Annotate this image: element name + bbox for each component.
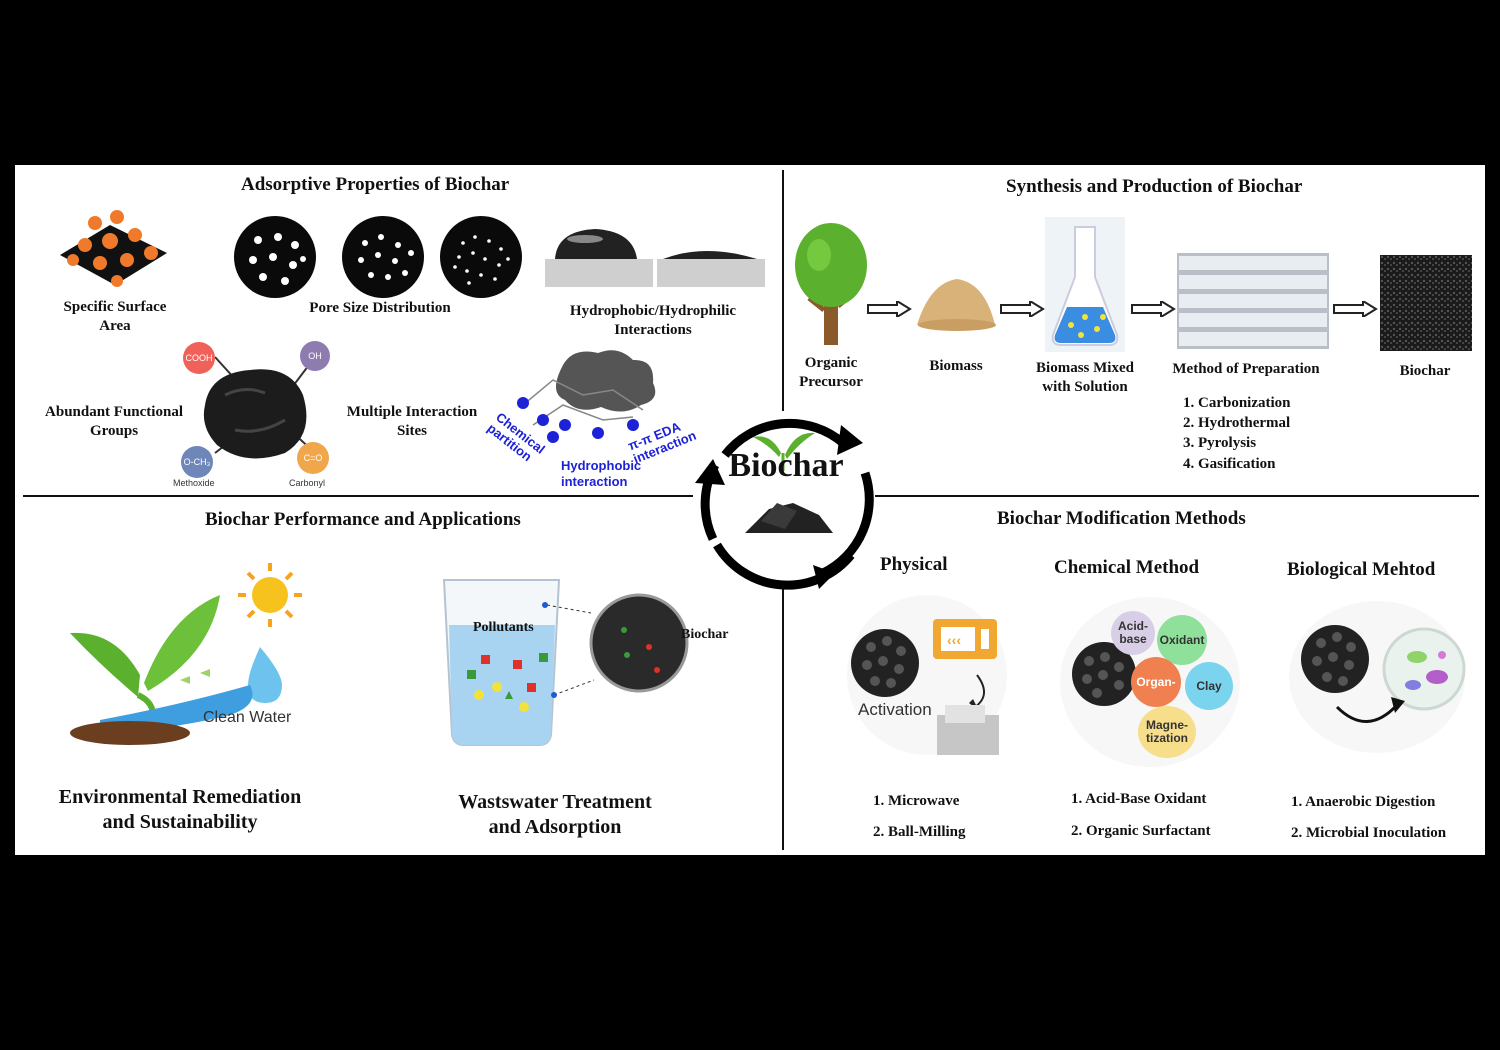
methoxide-label: Methoxide bbox=[173, 478, 215, 488]
svg-text:‹‹‹: ‹‹‹ bbox=[947, 632, 961, 648]
hydrophobic-interaction-label: Hydrophobic interaction bbox=[561, 458, 642, 489]
flow-arrow-icon bbox=[867, 301, 912, 317]
physical-illustration: ‹‹‹ bbox=[847, 595, 1007, 755]
modification-title: Biochar Modification Methods bbox=[997, 508, 1246, 529]
reactor-icon bbox=[1177, 253, 1329, 349]
step-biomass: Biomass bbox=[929, 358, 983, 374]
oh-tag: OH bbox=[300, 341, 330, 371]
adsorptive-title: Adsorptive Properties of Biochar bbox=[241, 174, 510, 195]
pore-size-label: Pore Size Distribution bbox=[309, 300, 451, 316]
chemical-biochar-icon bbox=[1072, 642, 1136, 706]
interaction-sites-icon bbox=[517, 350, 656, 443]
bubble-magnetization: Magne- tization bbox=[1138, 706, 1196, 758]
bubble-organ: Organ- bbox=[1131, 657, 1181, 707]
tree-icon bbox=[795, 223, 867, 345]
flow-arrow-icon bbox=[1000, 301, 1045, 317]
co-tag: C=O bbox=[297, 442, 329, 474]
flask-icon bbox=[1045, 217, 1125, 352]
biological-item-anaerobic: 1. Anaerobic Digestion bbox=[1291, 794, 1436, 810]
bubble-oxidant: Oxidant bbox=[1157, 615, 1207, 665]
biochar-diagram: Adsorptive Properties of Biochar Specifi… bbox=[15, 165, 1485, 855]
physical-title: Physical bbox=[880, 554, 948, 575]
center-biochar-label: Biochar bbox=[728, 447, 844, 484]
biological-illustration bbox=[1289, 601, 1466, 753]
pore-size-icons bbox=[234, 216, 522, 298]
wastewater-illustration bbox=[442, 579, 689, 746]
activation-label: Activation bbox=[858, 700, 932, 719]
surface-area-icon bbox=[60, 210, 167, 287]
biochar-powder-icon bbox=[1380, 255, 1472, 351]
flow-arrow-icon bbox=[1333, 301, 1378, 317]
biological-item-microbial: 2. Microbial Inoculation bbox=[1291, 825, 1447, 841]
bubble-clay: Clay bbox=[1185, 662, 1233, 710]
physical-item-ball-milling: 2. Ball-Milling bbox=[873, 824, 966, 840]
step-organic-precursor: Organic Precursor bbox=[799, 355, 863, 390]
interaction-sites-label: Multiple Interaction Sites bbox=[346, 404, 478, 439]
cooh-tag: COOH bbox=[183, 342, 215, 374]
method-carbonization: 1. Carbonization bbox=[1183, 395, 1291, 411]
wastewater-biochar-label: Biochar bbox=[681, 627, 729, 642]
method-pyrolysis: 3. Pyrolysis bbox=[1183, 435, 1257, 451]
chemical-title: Chemical Method bbox=[1054, 557, 1200, 578]
method-gasification: 4. Gasification bbox=[1183, 456, 1276, 472]
clean-water-label: Clean Water bbox=[203, 709, 292, 726]
biological-title: Biological Mehtod bbox=[1287, 559, 1436, 580]
carbonyl-label: Carbonyl bbox=[289, 478, 326, 488]
functional-groups-label: Abundant Functional Groups bbox=[45, 404, 183, 439]
biochar-particle-icon bbox=[203, 356, 316, 459]
center-cycle-icon bbox=[693, 411, 875, 590]
hydrophobic-label: Hydrophobic/Hydrophilic Interactions bbox=[569, 303, 737, 338]
chemical-item-acid-base: 1. Acid-Base Oxidant bbox=[1071, 791, 1207, 807]
droplet-icons bbox=[545, 229, 765, 287]
environment-illustration bbox=[70, 563, 302, 745]
biomass-icon bbox=[917, 279, 996, 331]
bubble-acid-base: Acid- base bbox=[1111, 611, 1155, 655]
synthesis-title: Synthesis and Production of Biochar bbox=[1006, 176, 1303, 197]
physical-item-microwave: 1. Microwave bbox=[873, 793, 960, 809]
specific-surface-label: Specific Surface Area bbox=[63, 299, 167, 334]
flow-arrow-icon bbox=[1131, 301, 1176, 317]
wastewater-treatment-label: Wastswater Treatment and Adsorption bbox=[458, 791, 652, 838]
och3-tag: O-CH₃ bbox=[181, 446, 213, 478]
step-method-preparation: Method of Preparation bbox=[1172, 361, 1320, 377]
pollutants-label: Pollutants bbox=[473, 620, 534, 635]
environmental-remediation-label: Environmental Remediation and Sustainabi… bbox=[58, 786, 302, 833]
step-biomass-mixed: Biomass Mixed with Solution bbox=[1036, 360, 1134, 395]
performance-title: Biochar Performance and Applications bbox=[205, 509, 521, 530]
chemical-item-organic: 2. Organic Surfactant bbox=[1071, 823, 1211, 839]
step-biochar: Biochar bbox=[1399, 363, 1451, 379]
method-hydrothermal: 2. Hydrothermal bbox=[1183, 415, 1291, 431]
